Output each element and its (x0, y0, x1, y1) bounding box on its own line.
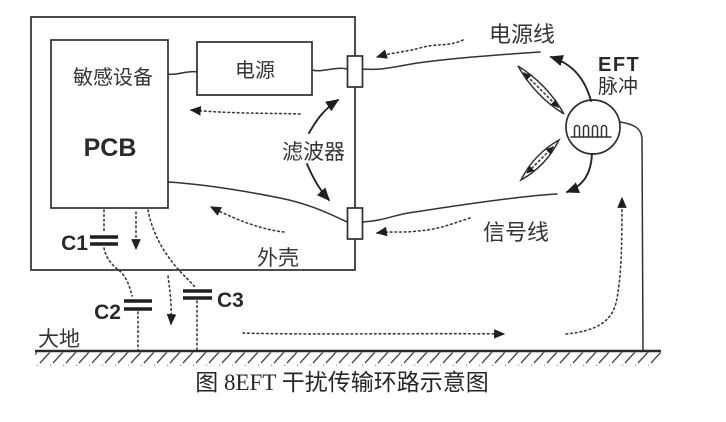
pcb-box (50, 39, 169, 209)
leakage-arrow-to-ground (166, 275, 177, 326)
filter-label: 滤波器 (282, 141, 345, 164)
interference-arrow-inside-signal (209, 206, 285, 233)
em-coupling-icon-lower (519, 138, 561, 182)
power-supply-label: 电源 (235, 59, 275, 82)
filter-block-signal (346, 207, 364, 240)
filter-pointer-arrow-down (306, 163, 331, 202)
power-to-filter-wire (311, 67, 348, 72)
enclosure-label: 外壳 (257, 247, 299, 270)
pcb-to-filter-signal-wire (167, 181, 348, 223)
capacitor-c2 (124, 299, 152, 311)
earth-label: 大地 (38, 328, 80, 351)
figure-caption: 图 8EFT 干扰传输环路示意图 (195, 370, 488, 395)
ground-hatch-icon (35, 352, 661, 366)
power-supply-box (196, 41, 313, 96)
pulse-burst-icon (570, 124, 612, 138)
eft-to-signal-line-arrow (565, 153, 593, 194)
leakage-path-pcb-to-c3 (147, 209, 196, 288)
interference-arrow-inside-power (189, 106, 301, 116)
return-path-to-generator (565, 196, 627, 335)
eft-pulse-label: 脉冲 (598, 75, 638, 98)
filter-pointer-arrow-up (308, 99, 340, 134)
capacitor-c2-label: C2 (94, 301, 121, 324)
signal-line-label: 信号线 (483, 220, 549, 245)
leakage-path-c1-to-c2 (103, 247, 133, 297)
capacitor-c1 (90, 235, 118, 246)
eft-ground-wire (619, 121, 644, 352)
power-line-label: 电源线 (489, 22, 555, 47)
sensitive-device-label: 敏感设备 (73, 66, 153, 89)
filter-block-power (346, 55, 364, 88)
interference-arrow-signal-line (375, 217, 471, 237)
power-line-wire (361, 51, 541, 71)
pcb-to-power-wire (167, 70, 198, 76)
eft-to-power-line-arrow (549, 55, 592, 102)
return-path-along-ground (242, 329, 506, 339)
capacitor-c1-label: C1 (61, 232, 88, 255)
pcb-label: PCB (84, 134, 137, 162)
capacitor-c3-label: C3 (217, 289, 244, 312)
eft-label: EFT (598, 54, 640, 76)
capacitor-c3 (183, 289, 212, 300)
signal-line-wire (361, 193, 558, 223)
interference-arrow-power-line (375, 39, 464, 59)
em-coupling-icon-upper (517, 65, 565, 115)
